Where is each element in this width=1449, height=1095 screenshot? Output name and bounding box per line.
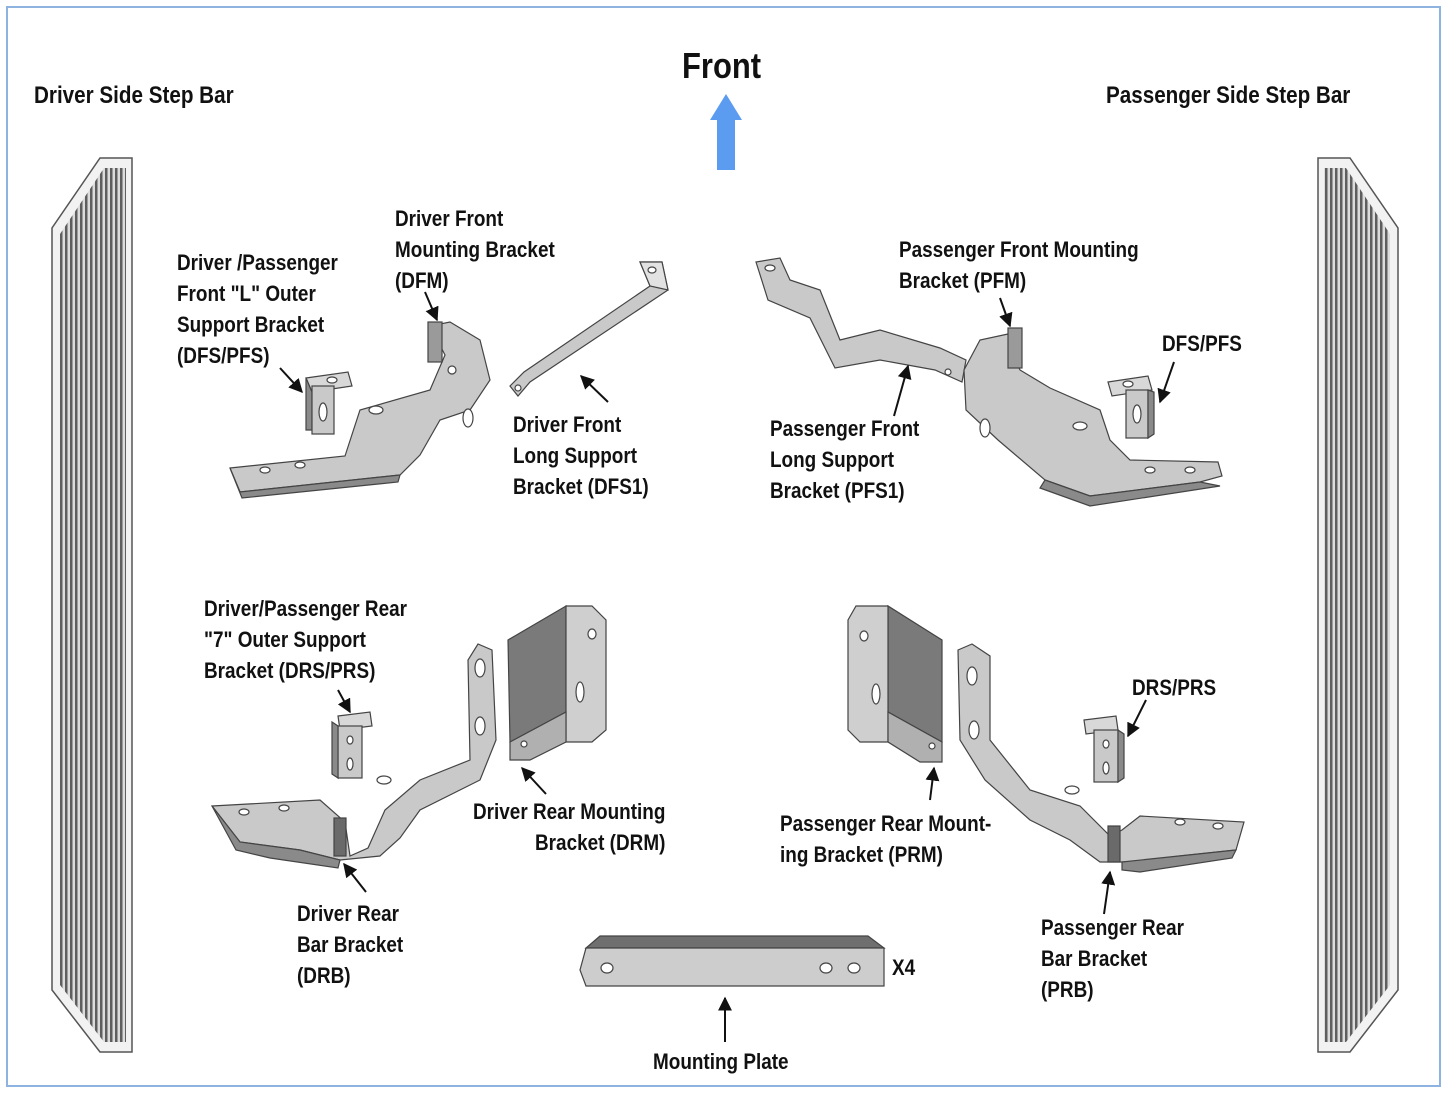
drm-label: Driver Rear Mounting Bracket (DRM) — [473, 799, 666, 855]
leader-arrows — [279, 291, 1175, 1042]
pfs1-label: Passenger Front Long Support Bracket (PF… — [770, 416, 920, 503]
prm-label: Passenger Rear Mount- ing Bracket (PRM) — [780, 811, 992, 867]
drm-bracket-part — [507, 604, 607, 761]
quantity-label: X4 — [892, 955, 916, 980]
front-arrow-icon — [710, 94, 742, 170]
drb-label: Driver Rear Bar Bracket (DRB) — [297, 901, 404, 988]
dfm-bracket-part — [229, 321, 491, 499]
prb-bracket-part — [957, 643, 1245, 873]
drs-prs-bracket-part — [331, 711, 373, 780]
drb-bracket-part — [210, 643, 497, 869]
dfs1-label: Driver Front Long Support Bracket (DFS1) — [513, 412, 649, 499]
dfs-pfs-bracket-part — [305, 371, 353, 435]
prb-label: Passenger Rear Bar Bracket (PRB) — [1041, 915, 1185, 1002]
passenger-step-bar-icon — [1317, 157, 1399, 1053]
prm-bracket-part — [847, 604, 943, 763]
driver-step-bar-icon — [51, 157, 133, 1053]
dfs-pfs-outer-label: Driver /Passenger Front "L" Outer Suppor… — [177, 250, 338, 368]
drs-prs-short-label: DRS/PRS — [1132, 675, 1217, 700]
dfs1-bracket-part — [509, 261, 669, 397]
drs-prs-short-bracket-part — [1083, 715, 1125, 784]
mounting-plate-part — [579, 935, 886, 987]
mounting-plate-label: Mounting Plate — [653, 1049, 789, 1074]
dfm-label: Driver Front Mounting Bracket (DFM) — [395, 206, 555, 293]
front-label: Front — [682, 45, 762, 86]
passenger-side-title: Passenger Side Step Bar — [1106, 82, 1351, 109]
diagram-frame — [6, 6, 1441, 1087]
pfm-label: Passenger Front Mounting Bracket (PFM) — [899, 237, 1139, 293]
pfs-short-bracket-part — [1107, 375, 1155, 440]
pfs1-bracket-part — [755, 257, 967, 383]
pfs-short-label: DFS/PFS — [1162, 331, 1242, 356]
driver-side-title: Driver Side Step Bar — [34, 82, 234, 109]
pfm-bracket-part — [963, 327, 1223, 507]
drs-prs-outer-label: Driver/Passenger Rear "7" Outer Support … — [204, 596, 407, 683]
